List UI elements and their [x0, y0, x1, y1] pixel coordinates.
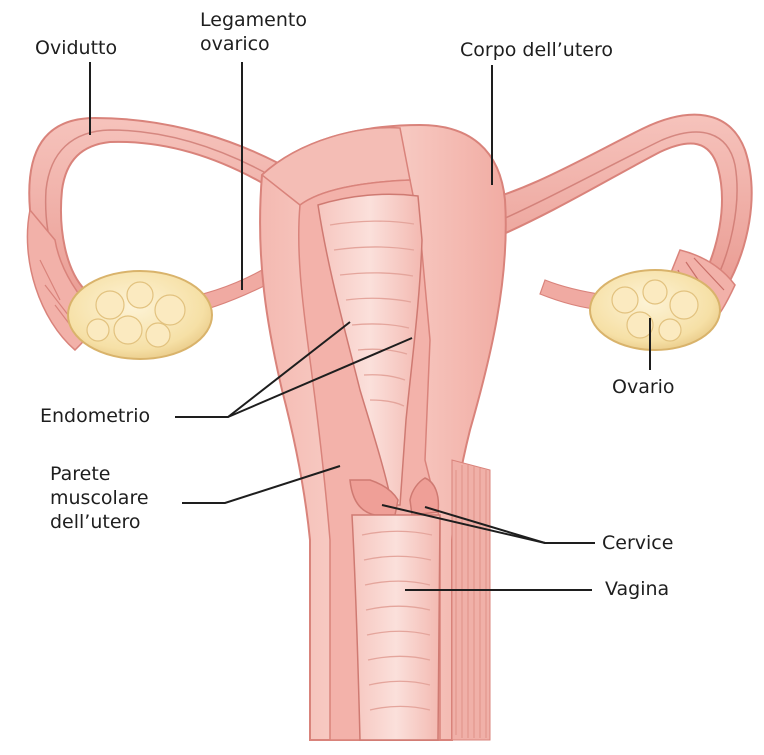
- uterus: [260, 125, 506, 740]
- label-endometrium: Endometrio: [40, 404, 150, 428]
- label-vagina: Vagina: [605, 577, 669, 601]
- label-ovarian-ligament-line2: ovarico: [200, 32, 307, 56]
- label-muscular-wall-line3: dell’utero: [50, 510, 149, 534]
- left-ovary: [68, 271, 212, 359]
- label-ovary: Ovario: [612, 375, 675, 399]
- label-muscular-wall: Parete muscolare dell’utero: [50, 462, 149, 534]
- label-ovarian-ligament-line1: Legamento: [200, 8, 307, 32]
- label-uterus-body: Corpo dell’utero: [460, 38, 613, 62]
- right-ovary: [590, 270, 720, 350]
- label-cervix: Cervice: [602, 531, 673, 555]
- label-ovarian-ligament: Legamento ovarico: [200, 8, 307, 56]
- label-oviduct: Ovidutto: [35, 36, 117, 60]
- label-muscular-wall-line2: muscolare: [50, 486, 149, 510]
- label-muscular-wall-line1: Parete: [50, 462, 149, 486]
